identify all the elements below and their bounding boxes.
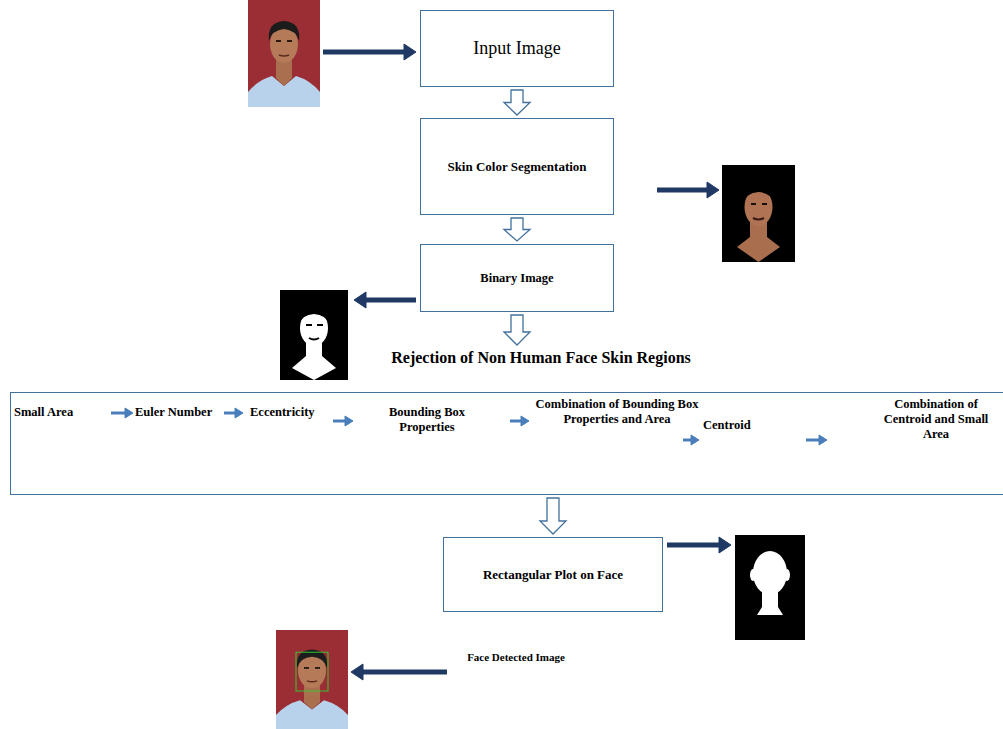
arrow-head <box>691 435 699 445</box>
hair-removed <box>743 184 774 203</box>
step-label: Euler Number <box>135 405 223 420</box>
arrow-head <box>521 416 529 426</box>
arrow-head <box>404 44 416 60</box>
mouth <box>753 218 764 220</box>
step-label: Combination of Bounding Box Properties a… <box>532 397 702 427</box>
process-box: Binary Image <box>420 244 614 312</box>
output-portrait <box>276 630 348 729</box>
step-arrow <box>510 420 522 423</box>
step-arrow <box>806 439 820 442</box>
image-arrow <box>667 543 720 548</box>
image-arrow <box>365 298 416 303</box>
block-arrow <box>504 218 530 241</box>
face-rectangle <box>296 652 328 691</box>
block-arrow <box>504 90 530 115</box>
mask-ear <box>784 569 790 581</box>
input-photo <box>248 0 320 107</box>
step-label: Small Area <box>14 405 106 420</box>
skin-segmented-image <box>722 165 795 262</box>
eye <box>751 203 756 205</box>
arrow-head <box>707 182 719 198</box>
eye <box>306 324 312 326</box>
output-label: Face Detected Image <box>416 651 616 664</box>
hair-removed <box>299 306 329 324</box>
binary-image <box>280 290 348 380</box>
arrow-head <box>354 292 366 308</box>
image-background <box>280 290 348 380</box>
binary-neck <box>292 342 336 380</box>
step-label: Combination of Centroid and Small Area <box>876 397 996 442</box>
arrow-head <box>345 416 353 426</box>
image-arrow <box>323 50 405 55</box>
process-box: Input Image <box>420 10 614 87</box>
process-box: Rectangular Plot on Face <box>443 537 663 612</box>
box-label: Input Image <box>467 38 566 60</box>
image-background <box>722 165 795 262</box>
image-arrow <box>657 188 708 193</box>
arrow-head <box>819 435 827 445</box>
box-label: Skin Color Segmentation <box>441 159 592 175</box>
eye <box>317 324 323 326</box>
skin-neck <box>737 221 780 262</box>
step-label: Eccentricity <box>250 405 330 420</box>
block-arrow <box>540 498 566 534</box>
arrow-head <box>125 408 133 418</box>
process-box: Skin Color Segmentation <box>420 118 614 215</box>
face-mask-image <box>735 535 805 640</box>
mask-head <box>753 551 787 595</box>
step-label: Bounding Box Properties <box>377 405 477 435</box>
step-arrow <box>224 412 236 415</box>
image-arrow <box>362 670 447 675</box>
image-background <box>735 535 805 640</box>
eye <box>762 203 767 205</box>
band-heading: Rejection of Non Human Face Skin Regions <box>331 348 751 367</box>
mouth <box>309 338 319 340</box>
step-arrow <box>111 412 126 415</box>
box-label: Rectangular Plot on Face <box>477 567 629 583</box>
block-arrow <box>504 315 530 345</box>
arrow-head <box>235 408 243 418</box>
step-arrow <box>333 420 346 423</box>
step-arrows <box>111 408 827 445</box>
step-label: Centroid <box>703 418 773 433</box>
output-photo <box>276 630 348 729</box>
box-label: Binary Image <box>474 271 559 286</box>
arrow-head <box>351 664 363 680</box>
arrow-head <box>719 537 731 553</box>
mask-ear <box>750 569 756 581</box>
